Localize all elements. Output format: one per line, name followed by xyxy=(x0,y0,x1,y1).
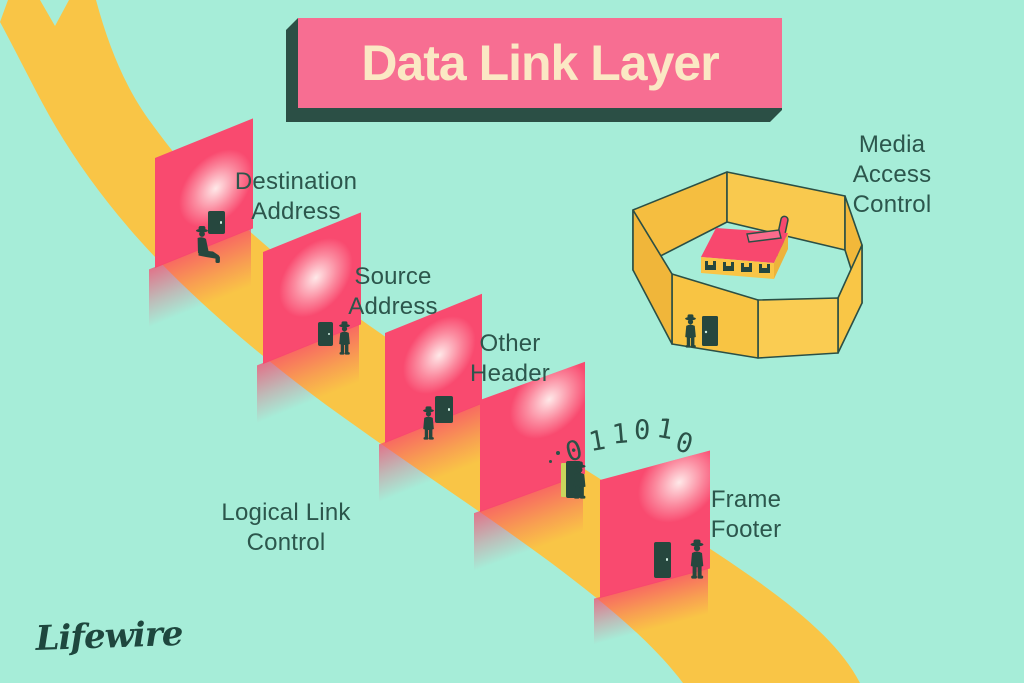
label-logical-link-control: Logical Link Control xyxy=(221,499,351,556)
router-ports xyxy=(705,261,770,273)
door-icon xyxy=(702,316,718,346)
lifewire-logo-text: Lifewire xyxy=(34,614,183,659)
open-doorway xyxy=(561,463,567,497)
door-icon xyxy=(208,211,225,234)
door-icon xyxy=(435,396,453,423)
label-media-access-control: Media Access Control xyxy=(852,131,932,218)
label-other-header: Other Header xyxy=(470,330,550,387)
door-knob xyxy=(704,330,708,334)
door-icon xyxy=(654,542,671,578)
router-front xyxy=(701,257,774,279)
label-source-address: Source Address xyxy=(348,263,438,320)
label-destination-address: Destination Address xyxy=(234,168,358,225)
media-access-control-enclosure xyxy=(632,171,863,359)
title-banner: Data Link Layer xyxy=(298,18,782,108)
router-side xyxy=(774,233,788,279)
bit-dot xyxy=(556,451,560,455)
lifewire-logo: Lifewire xyxy=(34,614,183,659)
router-vent xyxy=(746,229,782,243)
page-title: Data Link Layer xyxy=(361,35,719,91)
label-frame-footer: Frame Footer xyxy=(710,486,782,543)
binary-digit: 1 xyxy=(610,418,630,451)
bit-dot xyxy=(549,460,552,463)
binary-digit: 0 xyxy=(633,414,651,447)
open-door-icon xyxy=(566,461,581,498)
door-icon xyxy=(318,322,333,346)
router-icon xyxy=(701,215,789,279)
